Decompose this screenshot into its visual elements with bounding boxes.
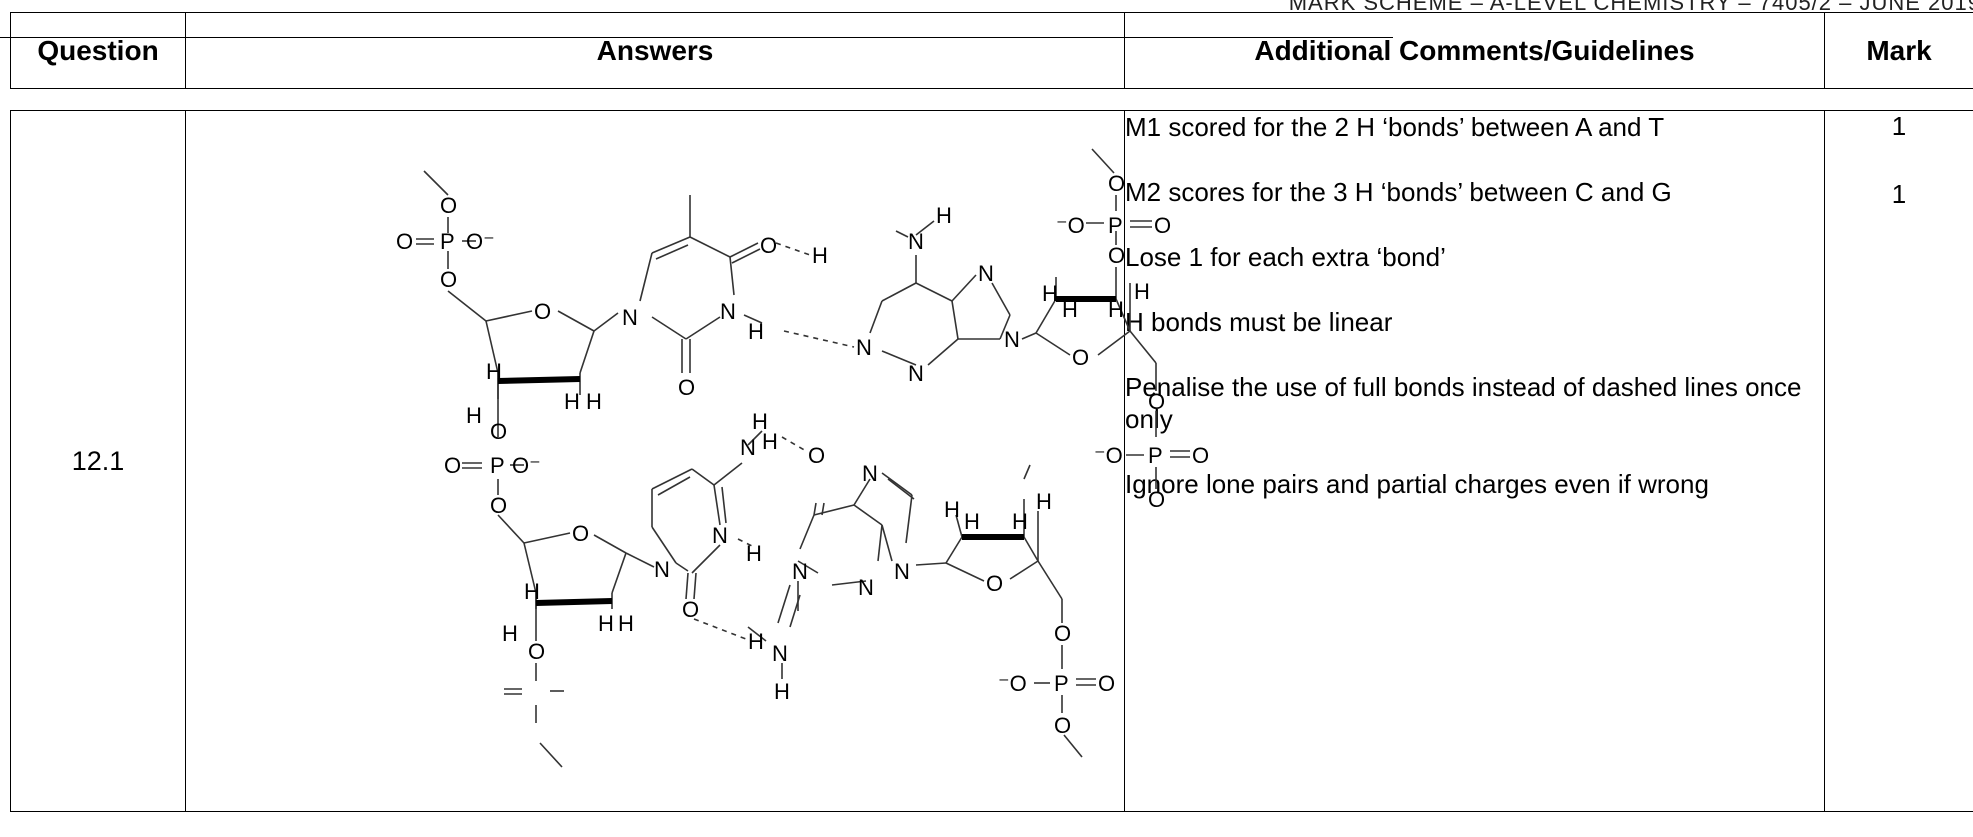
svg-text:N: N xyxy=(740,435,756,460)
answer-cell: O P O O⁻ O O H H H H O N N O O H H xyxy=(185,110,1209,812)
svg-text:N: N xyxy=(772,641,788,666)
svg-text:H: H xyxy=(748,319,764,344)
svg-text:H: H xyxy=(944,497,960,522)
svg-text:O⁻: O⁻ xyxy=(512,453,541,478)
svg-text:H: H xyxy=(746,541,762,566)
question-column-header: Question xyxy=(10,12,186,89)
mark-value: 1 xyxy=(1891,179,1907,209)
svg-text:O: O xyxy=(760,233,777,258)
table-row: 12.1 xyxy=(10,110,1973,812)
svg-text:O: O xyxy=(490,419,507,444)
mark-cell: 1 1 xyxy=(1824,110,1973,812)
svg-text:H: H xyxy=(1134,279,1150,304)
svg-text:O: O xyxy=(808,443,825,468)
mark-scheme-body-table: 12.1 xyxy=(10,110,1973,812)
svg-text:H: H xyxy=(1062,297,1078,322)
svg-text:O⁻: O⁻ xyxy=(466,229,495,254)
svg-text:O: O xyxy=(534,299,551,324)
svg-text:P: P xyxy=(490,453,505,478)
svg-text:N: N xyxy=(908,229,924,254)
mark-value: 1 xyxy=(1891,111,1907,141)
comments-cell: M1 scored for the 2 H ‘bonds’ between A … xyxy=(1124,110,1825,812)
comment-line: Penalise the use of full bonds instead o… xyxy=(1125,372,1802,434)
svg-text:O: O xyxy=(1148,389,1165,414)
svg-text:N: N xyxy=(792,559,808,584)
svg-text:H: H xyxy=(618,611,634,636)
svg-text:H: H xyxy=(564,389,580,414)
svg-text:N: N xyxy=(862,461,878,486)
mark-scheme-header-table: Question Answers Additional Comments/Gui… xyxy=(10,12,1973,89)
svg-text:H: H xyxy=(524,579,540,604)
svg-text:O: O xyxy=(682,597,699,622)
svg-text:O: O xyxy=(1054,713,1071,738)
svg-text:O: O xyxy=(678,375,695,400)
svg-text:H: H xyxy=(964,509,980,534)
atom-labels: O P O O⁻ O O H H H H O N N O O H H xyxy=(396,171,1209,738)
svg-text:H: H xyxy=(812,243,828,268)
svg-text:⁻O: ⁻O xyxy=(1094,443,1123,468)
svg-text:P: P xyxy=(1054,671,1069,696)
comment-line: Lose 1 for each extra ‘bond’ xyxy=(1125,242,1446,272)
svg-text:O: O xyxy=(1108,243,1125,268)
svg-text:O: O xyxy=(490,493,507,518)
svg-text:⁻O: ⁻O xyxy=(1056,213,1085,238)
svg-text:O: O xyxy=(986,571,1003,596)
svg-text:O: O xyxy=(1108,171,1125,196)
comment-line: Ignore lone pairs and partial charges ev… xyxy=(1125,469,1709,499)
svg-text:H: H xyxy=(762,429,778,454)
svg-text:H: H xyxy=(586,389,602,414)
svg-text:H: H xyxy=(598,611,614,636)
svg-text:H: H xyxy=(1108,297,1124,322)
mark-column-header: Mark xyxy=(1824,12,1973,89)
comment-line: H bonds must be linear xyxy=(1125,307,1393,337)
svg-text:N: N xyxy=(856,335,872,360)
svg-text:H: H xyxy=(936,203,952,228)
svg-text:P: P xyxy=(1108,213,1123,238)
svg-text:N: N xyxy=(858,575,874,600)
svg-text:O: O xyxy=(1072,345,1089,370)
dna-base-pair-structure: O P O O⁻ O O H H H H O N N O O H H xyxy=(396,148,1209,768)
svg-text:H: H xyxy=(466,403,482,428)
svg-text:O: O xyxy=(1148,487,1165,512)
svg-text:O: O xyxy=(572,521,589,546)
svg-text:O: O xyxy=(440,193,457,218)
svg-text:O: O xyxy=(440,267,457,292)
page-header: MARK SCHEME – A-LEVEL CHEMISTRY – 7405/2… xyxy=(1288,0,1973,15)
svg-text:O: O xyxy=(444,453,461,478)
svg-text:N: N xyxy=(908,361,924,386)
svg-text:O: O xyxy=(1154,213,1171,238)
svg-text:P: P xyxy=(440,229,455,254)
svg-text:N: N xyxy=(712,523,728,548)
svg-text:O: O xyxy=(1098,671,1115,696)
svg-text:N: N xyxy=(894,559,910,584)
svg-text:H: H xyxy=(1012,509,1028,534)
svg-text:O: O xyxy=(1054,621,1071,646)
answers-column-header: Answers xyxy=(185,12,1125,89)
svg-text:N: N xyxy=(978,261,994,286)
comment-line: M2 scores for the 3 H ‘bonds’ between C … xyxy=(1125,177,1672,207)
svg-text:O: O xyxy=(1192,443,1209,468)
question-number: 12.1 xyxy=(10,110,186,812)
svg-text:H: H xyxy=(486,359,502,384)
svg-text:H: H xyxy=(748,629,764,654)
svg-text:H: H xyxy=(502,621,518,646)
svg-text:N: N xyxy=(1004,327,1020,352)
svg-text:H: H xyxy=(774,679,790,704)
svg-text:H: H xyxy=(1042,281,1058,306)
comments-column-header: Additional Comments/Guidelines xyxy=(1124,12,1825,89)
svg-text:H: H xyxy=(1036,489,1052,514)
svg-text:O: O xyxy=(396,229,413,254)
svg-text:P: P xyxy=(1148,443,1163,468)
svg-text:⁻O: ⁻O xyxy=(998,671,1027,696)
svg-text:O: O xyxy=(528,639,545,664)
svg-text:N: N xyxy=(622,305,638,330)
svg-text:H: H xyxy=(752,409,768,434)
comment-line: M1 scored for the 2 H ‘bonds’ between A … xyxy=(1125,112,1665,142)
svg-text:N: N xyxy=(654,557,670,582)
svg-text:N: N xyxy=(720,299,736,324)
